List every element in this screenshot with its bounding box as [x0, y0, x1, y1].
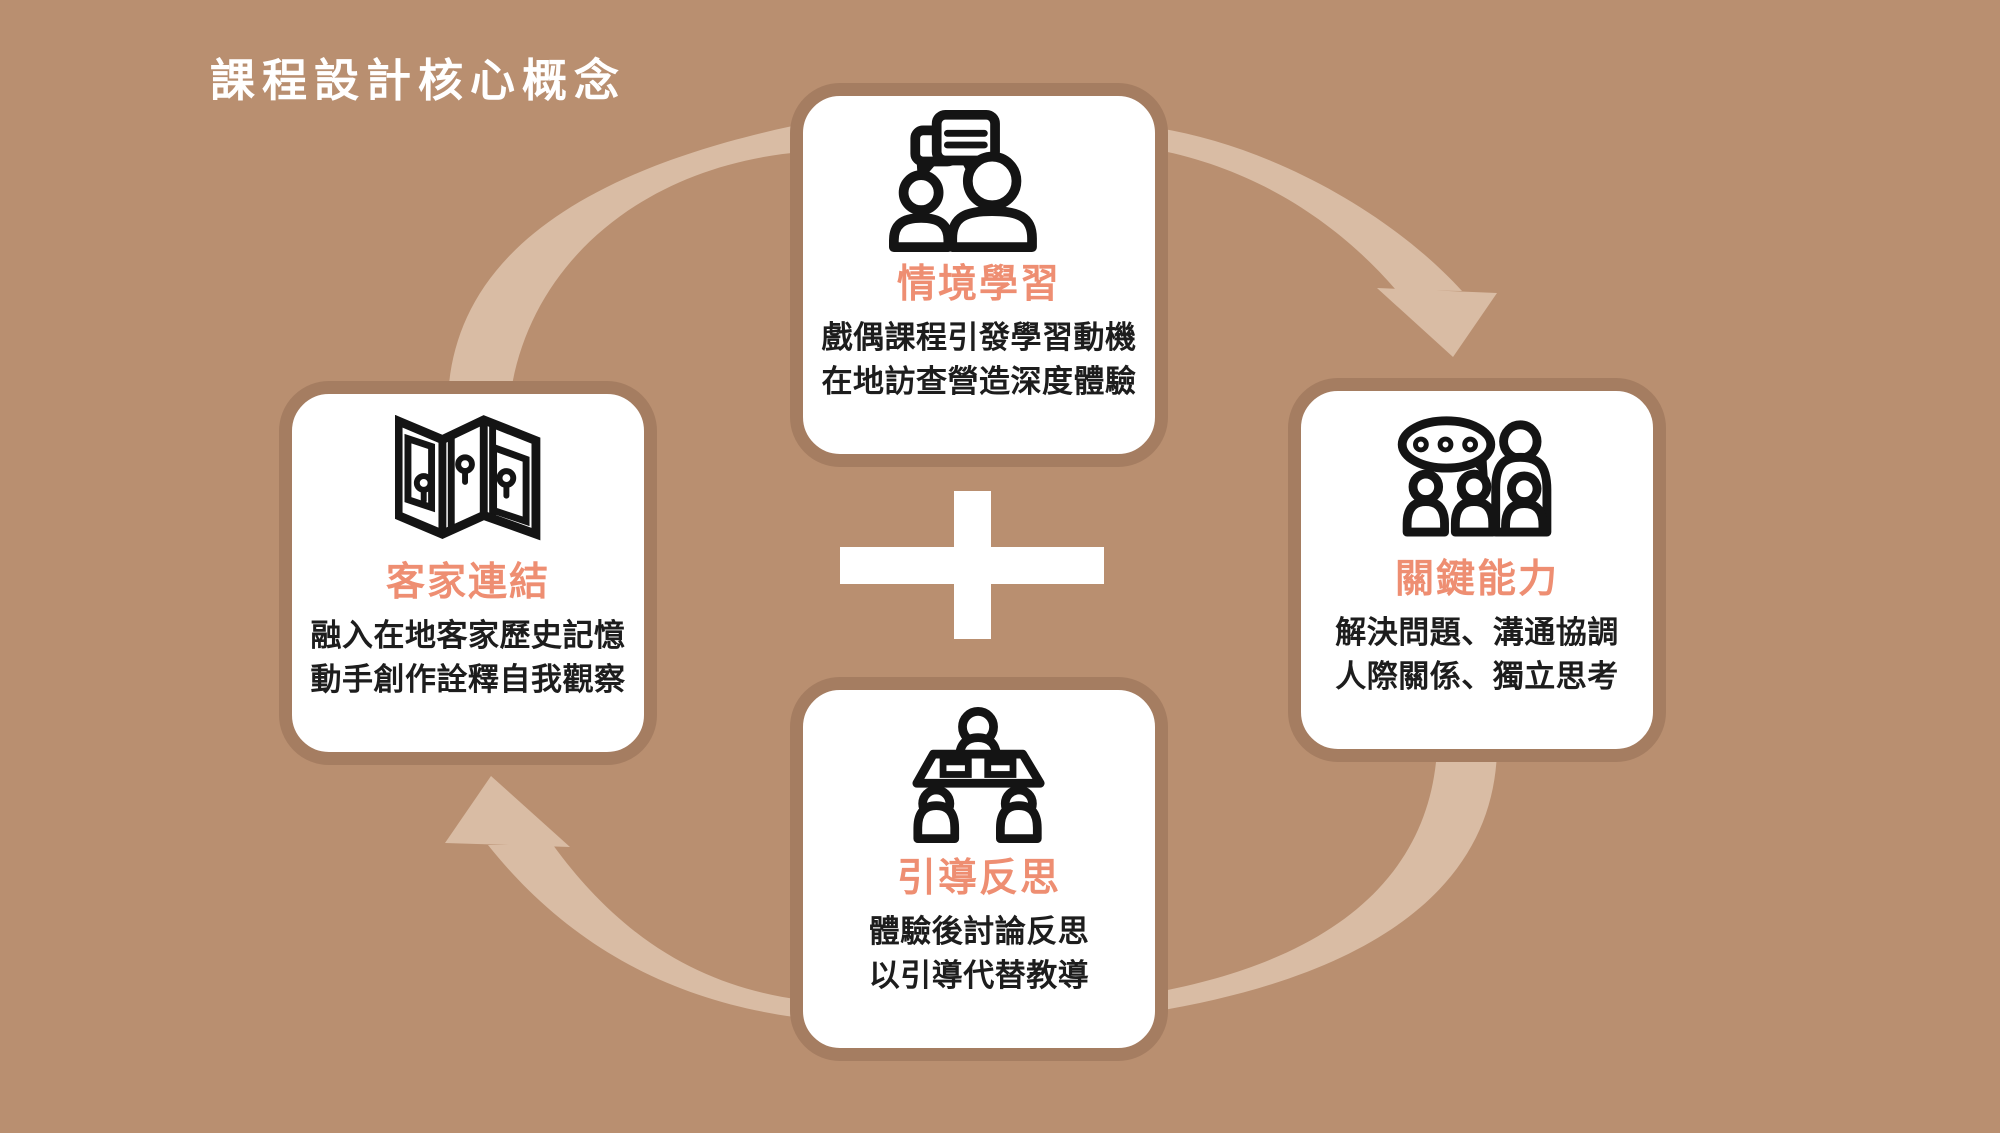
card-title: 引導反思 [896, 857, 1061, 900]
card-text-line: 解決問題、溝通協調 [1335, 615, 1619, 650]
card-title: 客家連結 [385, 561, 550, 604]
card-text: 解決問題、溝通協調 人際關係、獨立思考 [1335, 611, 1619, 699]
card-text: 融入在地客家歷史記憶 動手創作詮釋自我觀察 [311, 614, 626, 702]
card-text-line: 以引導代替教導 [868, 958, 1090, 993]
group-discussion-icon [1396, 399, 1559, 551]
plus-icon [840, 491, 1104, 639]
card-text-line: 人際關係、獨立思考 [1335, 659, 1619, 694]
cycle-arrow-top-to-right-body [1158, 128, 1462, 291]
card-text-line: 動手創作詮釋自我觀察 [310, 662, 626, 697]
cycle-arc-left-to-top [448, 124, 802, 398]
page-title: 課程設計核心概念 [210, 55, 627, 106]
card-text-line: 在地訪查營造深度體驗 [821, 364, 1137, 399]
card-situational-learning: 情境學習 戲偶課程引發學習動機 在地訪查營造深度體驗 [790, 83, 1168, 467]
card-guided-reflection: 引導反思 體驗後討論反思 以引導代替教導 [790, 677, 1168, 1061]
card-text-line: 體驗後討論反思 [868, 914, 1090, 949]
card-text-line: 融入在地客家歷史記憶 [310, 618, 626, 653]
conversation-icon [889, 104, 1069, 256]
card-text: 體驗後討論反思 以引導代替教導 [869, 910, 1090, 998]
card-text-line: 戲偶課程引發學習動機 [821, 320, 1137, 355]
arrowhead-bottom-left-icon [445, 776, 570, 847]
card-hakka-connection: 客家連結 融入在地客家歷史記憶 動手創作詮釋自我觀察 [279, 381, 657, 765]
cycle-arrow-bottom-to-left-body [488, 845, 802, 1018]
arrowhead-top-right-icon [1377, 288, 1497, 357]
card-title: 情境學習 [896, 263, 1061, 306]
card-key-abilities: 關鍵能力 解決問題、溝通協調 人際關係、獨立思考 [1288, 378, 1666, 762]
card-title: 關鍵能力 [1394, 558, 1559, 601]
map-pins-icon [395, 402, 541, 554]
cycle-arc-right-to-bottom [1152, 750, 1497, 1012]
meeting-table-icon [911, 698, 1047, 850]
card-text: 戲偶課程引發學習動機 在地訪查營造深度體驗 [822, 316, 1137, 404]
